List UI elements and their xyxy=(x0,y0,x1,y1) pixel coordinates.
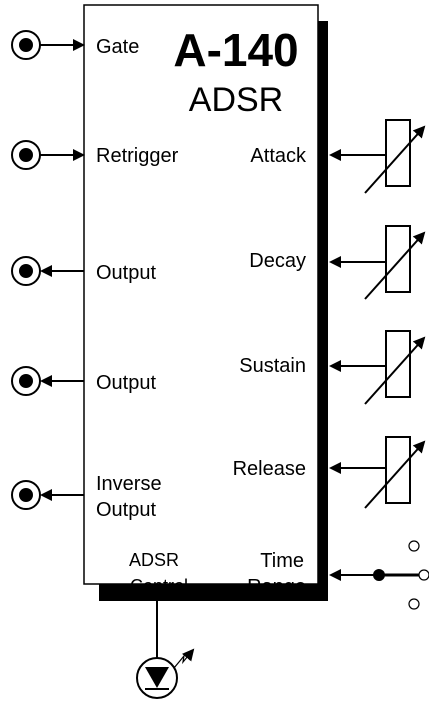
module-subtitle: ADSR xyxy=(189,81,283,119)
retrigger-label: Retrigger xyxy=(96,145,179,167)
module-title: A-140 xyxy=(173,24,298,76)
sustain-label: Sustain xyxy=(239,355,306,377)
inverse-output-label-line2: Output xyxy=(96,499,156,521)
sustain-pot-wiper-icon xyxy=(364,336,426,405)
output-1-jack-center-icon xyxy=(19,264,33,278)
led-light-emission-icon xyxy=(173,648,195,669)
adsr-control-label-line2: Control xyxy=(130,576,188,596)
attack-label: Attack xyxy=(250,145,307,167)
time-range-label-line1: Time xyxy=(260,550,304,572)
decay-potentiometer-icon[interactable] xyxy=(385,225,411,293)
sustain-potentiometer-icon[interactable] xyxy=(385,330,411,398)
time-range-label-line2: Range xyxy=(247,576,306,598)
adsr-control-label-line1: ADSR xyxy=(129,550,179,570)
decay-pot-wiper-icon xyxy=(364,231,426,300)
release-label: Release xyxy=(233,458,306,480)
output-1-label: Output xyxy=(96,262,156,284)
output-2-label: Output xyxy=(96,372,156,394)
gate-label: Gate xyxy=(96,36,139,58)
release-pot-wiper-icon xyxy=(364,440,426,509)
time-range-switch-bottom-contact-icon xyxy=(408,598,420,610)
inverse-output-label-line1: Inverse xyxy=(96,473,162,495)
output-2-jack-center-icon xyxy=(19,374,33,388)
decay-label: Decay xyxy=(249,250,306,272)
time-range-switch-middle-contact-icon xyxy=(418,569,429,581)
led-triangle-icon xyxy=(145,667,169,688)
inverse-output-jack-center-icon xyxy=(19,488,33,502)
retrigger-jack-center-icon xyxy=(19,148,33,162)
gate-jack-center-icon xyxy=(19,38,33,52)
attack-potentiometer-icon[interactable] xyxy=(385,119,411,187)
module-panel xyxy=(83,4,319,585)
attack-pot-wiper-icon xyxy=(364,125,426,194)
time-range-switch-top-contact-icon xyxy=(408,540,420,552)
